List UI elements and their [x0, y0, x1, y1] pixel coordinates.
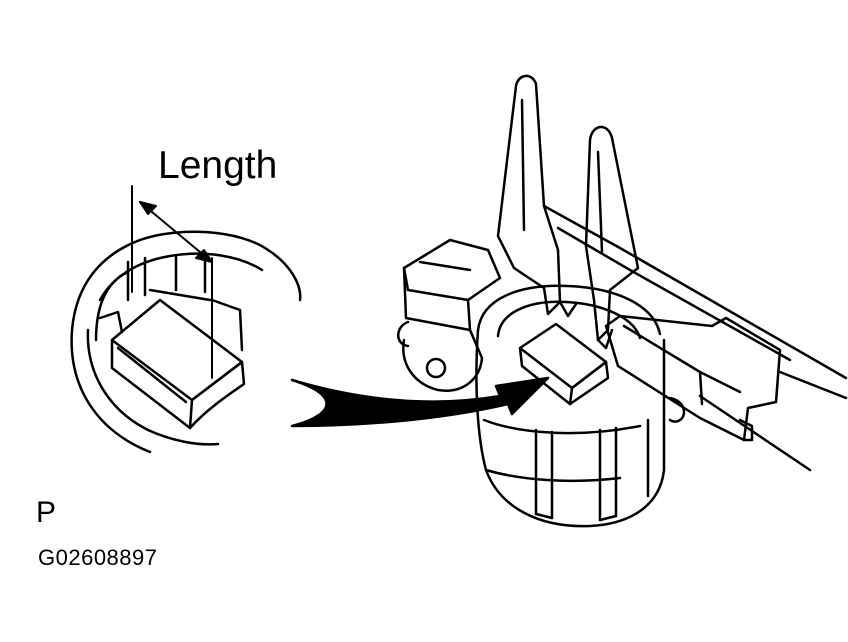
caliper-slider-lock — [738, 418, 754, 442]
cylinder-side-tab — [666, 396, 686, 423]
length-dimension — [131, 185, 213, 379]
cylinder-bottom-rim — [484, 468, 622, 483]
holder-wall-right — [210, 298, 244, 352]
assembly-brush-right — [568, 360, 610, 406]
assembly-top-block-side — [402, 266, 472, 332]
brush-front-face — [110, 338, 194, 430]
holder-wall-left — [98, 310, 124, 334]
closeup-slot-left — [126, 254, 207, 302]
mounting-boss — [397, 320, 410, 348]
caliper-moving-jaw-edge — [596, 150, 604, 254]
mounting-ear — [402, 328, 484, 392]
caliper-jaw-tips — [558, 300, 614, 350]
cylinder-top-rim — [476, 284, 662, 336]
holder-back-edge — [148, 288, 212, 302]
vernier-caliper — [496, 74, 848, 472]
brush-right-face — [188, 360, 246, 430]
mounting-hole — [425, 357, 447, 379]
cylinder-ribs — [534, 418, 650, 522]
caliper-beam-lower — [778, 370, 848, 400]
brush-holder-assembly — [397, 238, 686, 528]
assembly-brush-front — [518, 346, 574, 406]
length-label: Length — [158, 144, 278, 187]
caliper-slider-inner — [622, 324, 742, 406]
caliper-beam-top — [542, 204, 848, 380]
brush-top-face — [110, 298, 244, 402]
assembly-top-edge — [418, 260, 472, 272]
caliper-fixed-jaw-edge — [520, 98, 526, 232]
arrowhead-bottom — [195, 249, 213, 263]
caliper-fixed-jaw — [496, 74, 562, 316]
closeup-inner-ring-lower — [86, 328, 220, 446]
caliper-depth-rod — [698, 394, 812, 472]
closeup-outer-ring — [70, 230, 302, 454]
pointer-arrow-icon — [290, 376, 550, 428]
cylinder-rib-caps — [534, 512, 618, 522]
caliper-moving-jaw — [584, 125, 640, 342]
assembly-brush-top — [518, 322, 608, 390]
cylinder-inner-rim — [496, 300, 642, 340]
caliper-beam-upper-face — [556, 226, 792, 362]
closeup-rim-left — [94, 270, 130, 342]
arrowhead-top — [139, 201, 157, 215]
figure-code: G02608897 — [38, 545, 158, 570]
view-marker: P — [36, 496, 57, 529]
assembly-top-block — [402, 238, 502, 302]
cylinder-left-side — [475, 328, 666, 528]
closeup-inner-ring — [98, 252, 264, 302]
brush-shadow-line — [116, 346, 188, 404]
dimension-line — [139, 201, 213, 263]
caliper-slider — [604, 314, 782, 442]
brush-closeup-view — [70, 230, 302, 454]
